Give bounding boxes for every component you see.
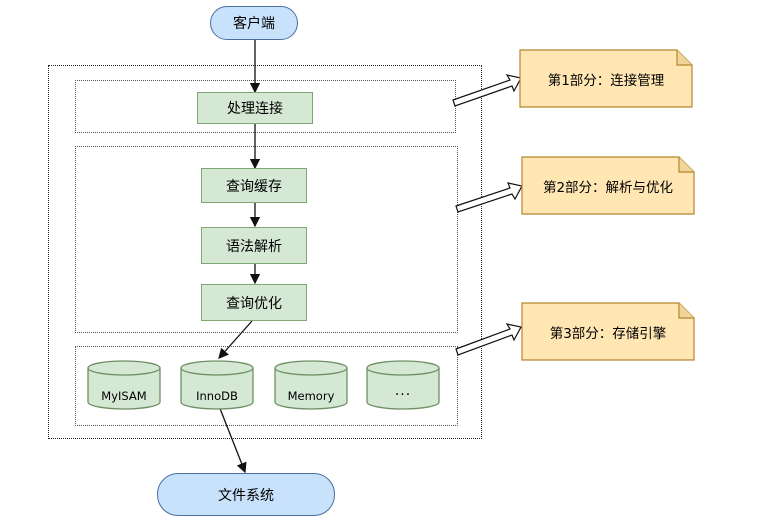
note-shape-1 bbox=[519, 49, 693, 108]
engine-label-myisam: MyISAM bbox=[101, 389, 147, 403]
group-connection-layer bbox=[75, 80, 456, 133]
client-node: 客户端 bbox=[210, 6, 298, 40]
server-boundary bbox=[48, 65, 482, 439]
note-2-text: 第2部分：解析与优化 bbox=[542, 180, 674, 196]
query-cache-node: 查询缓存 bbox=[201, 168, 307, 203]
engine-label-innodb: InnoDB bbox=[196, 389, 238, 403]
hollow-arrow-note-1 bbox=[452, 74, 522, 107]
note-3-text: 第3部分：存储引擎 bbox=[549, 326, 667, 342]
optimizer-label: 查询优化 bbox=[226, 295, 282, 312]
filesystem-label: 文件系统 bbox=[218, 487, 274, 504]
arrow-optimizer-to-innodb bbox=[218, 320, 253, 359]
cylinder-more bbox=[366, 360, 440, 410]
filesystem-node: 文件系统 bbox=[157, 473, 335, 516]
note-storage-engine: 第3部分：存储引擎 bbox=[522, 303, 694, 360]
parser-label: 语法解析 bbox=[226, 238, 282, 255]
arrow-innodb-to-filesystem bbox=[218, 405, 247, 474]
parser-node: 语法解析 bbox=[201, 227, 307, 264]
optimizer-node: 查询优化 bbox=[201, 284, 307, 321]
hollow-arrow-note-3 bbox=[455, 323, 522, 356]
cylinder-myisam bbox=[87, 360, 161, 410]
connection-node: 处理连接 bbox=[197, 92, 313, 124]
query-cache-label: 查询缓存 bbox=[226, 178, 282, 195]
engine-label-more: ... bbox=[394, 383, 412, 399]
cylinder-innodb bbox=[180, 360, 254, 410]
note-parse-optimize: 第2部分：解析与优化 bbox=[522, 157, 694, 214]
cylinder-memory bbox=[274, 360, 348, 410]
group-storage-engine-layer bbox=[75, 346, 458, 426]
note-shape-3 bbox=[521, 302, 695, 361]
note-1-text: 第1部分：连接管理 bbox=[547, 73, 665, 89]
connection-label: 处理连接 bbox=[227, 101, 283, 117]
note-connection-management: 第1部分：连接管理 bbox=[520, 50, 692, 107]
group-parse-optimize-layer bbox=[75, 146, 458, 333]
client-label: 客户端 bbox=[233, 16, 275, 32]
hollow-arrow-note-2 bbox=[455, 182, 523, 213]
engine-label-memory: Memory bbox=[287, 389, 335, 403]
note-shape-2 bbox=[521, 156, 695, 215]
